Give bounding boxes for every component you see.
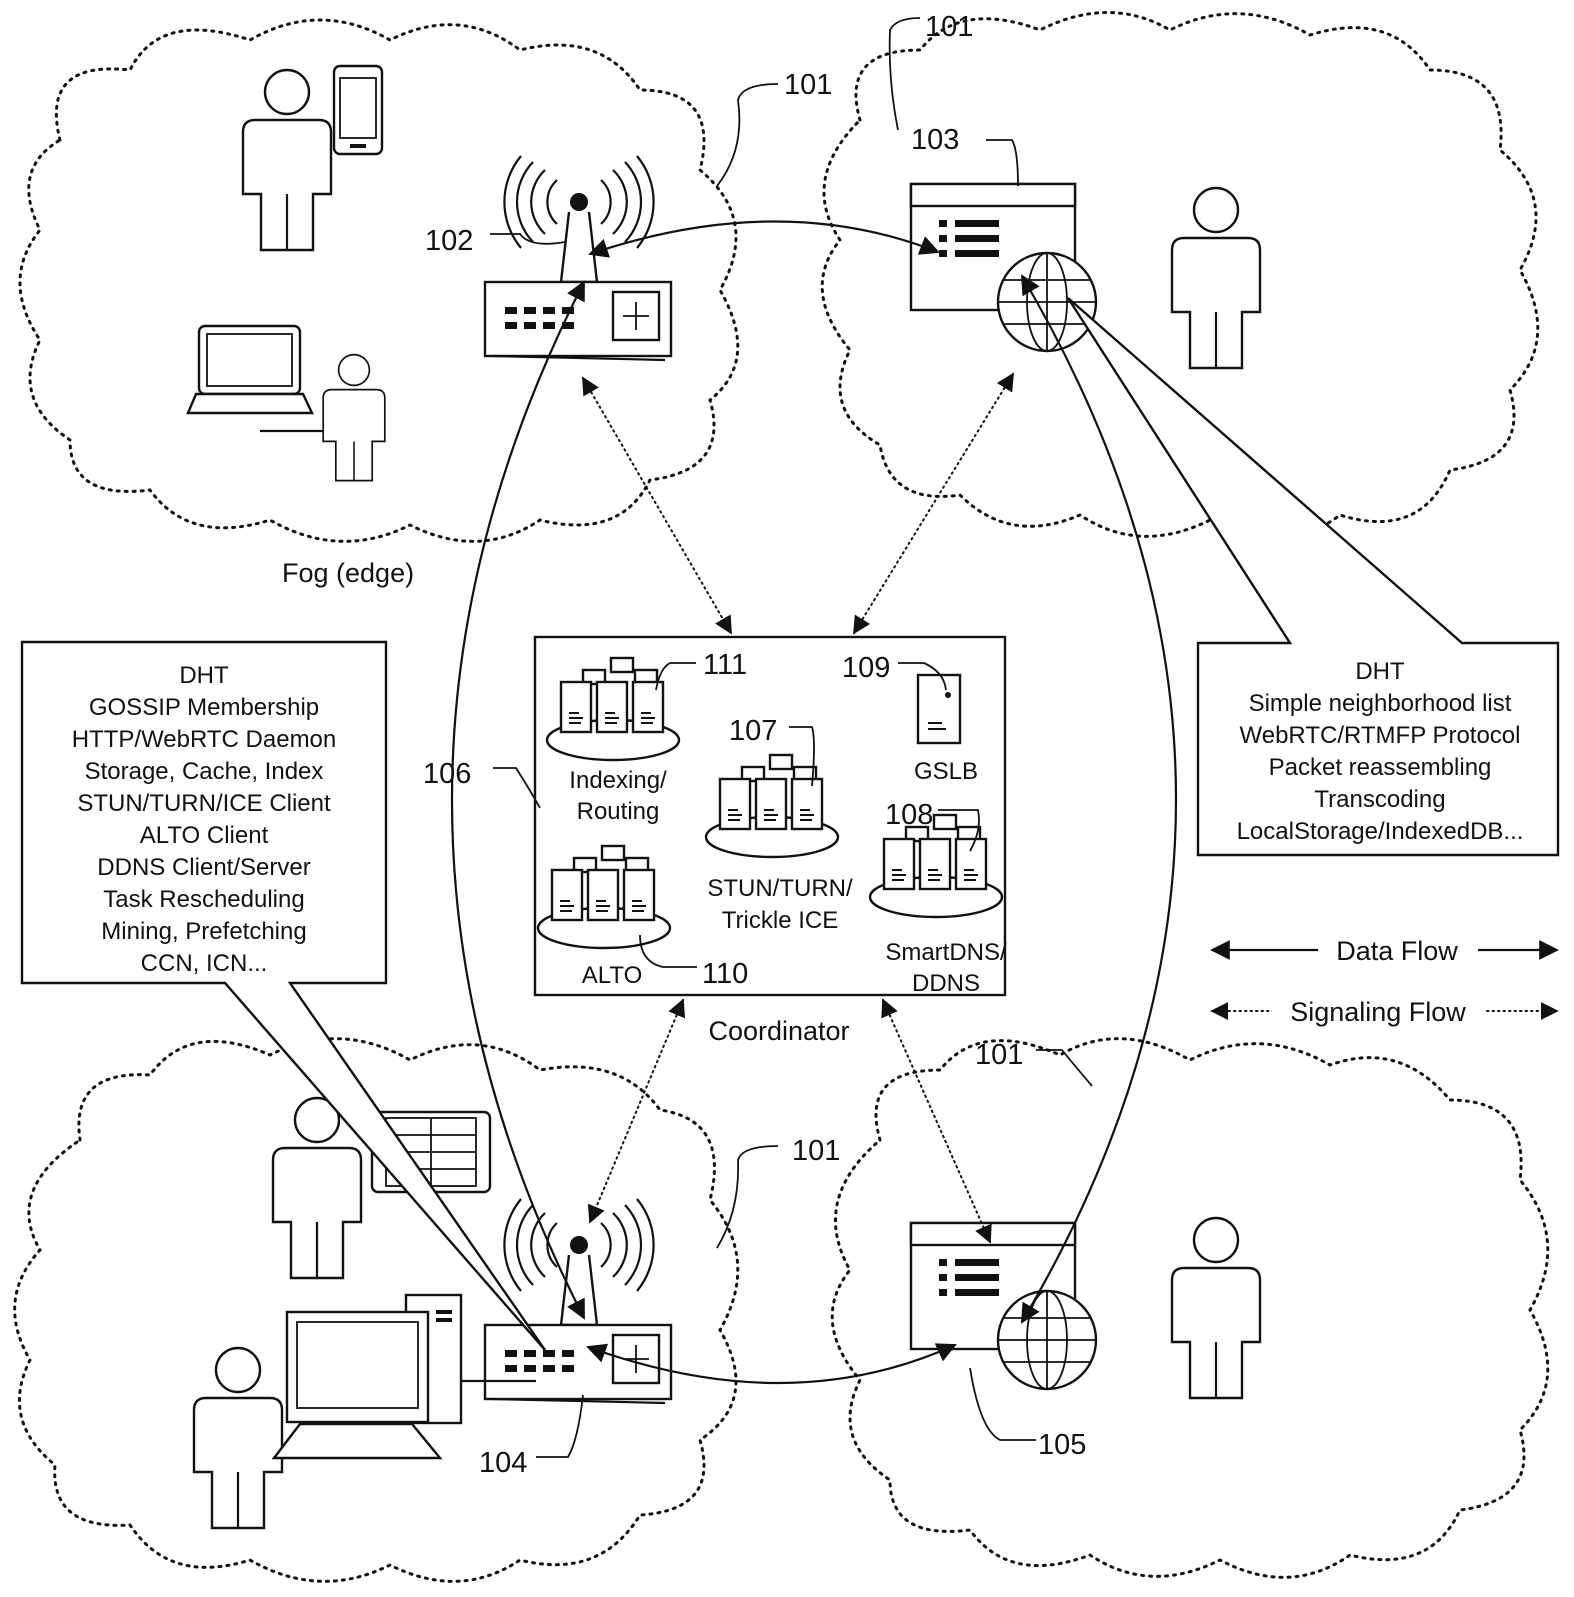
ref-101-bottom-left: 101: [792, 1135, 840, 1167]
person-icon: [1170, 1216, 1262, 1400]
leader-line: [789, 726, 815, 787]
ref-108: 108: [885, 799, 933, 831]
left-callout-line: DHT: [179, 662, 229, 689]
left-callout-line: Storage, Cache, Index: [85, 758, 324, 785]
ref-109: 109: [842, 652, 890, 684]
right-callout-box: [1066, 297, 1560, 857]
right-callout-line: Simple neighborhood list: [1249, 690, 1512, 717]
data-flow-arrow: [450, 280, 585, 1320]
signaling-flow-arrow: [853, 372, 1014, 635]
leader-line: [490, 233, 566, 245]
globe-icon: [996, 251, 1098, 353]
leader-line: [969, 1367, 1036, 1441]
left-callout-line: GOSSIP Membership: [89, 694, 319, 721]
left-callout-line: Task Rescheduling: [103, 886, 304, 913]
fog-label: Fog (edge): [282, 558, 414, 588]
ref-101-top-left: 101: [784, 69, 832, 101]
right-callout-line: Packet reassembling: [1269, 754, 1492, 781]
left-callout-box: [20, 640, 546, 1351]
leader-line: [655, 662, 696, 691]
left-callout-line: STUN/TURN/ICE Client: [77, 790, 331, 817]
ref-101-top-right: 101: [925, 11, 973, 43]
signaling-flow-arrow: [881, 998, 992, 1244]
ref-102: 102: [425, 225, 473, 257]
module-indexing-line2: Routing: [577, 798, 660, 825]
ref-101-bottom-right: 101: [975, 1039, 1023, 1071]
leader-line: [493, 767, 541, 809]
legend-signaling-flow-label: Signaling Flow: [1290, 997, 1466, 1027]
module-stun-line1: STUN/TURN/: [707, 875, 853, 902]
smartphone-icon: [332, 64, 384, 156]
person-icon: [241, 68, 333, 252]
laptop-icon: [186, 324, 330, 433]
ref-105: 105: [1038, 1429, 1086, 1461]
desktop-computer-icon: [271, 1293, 536, 1460]
right-callout-line: Transcoding: [1314, 786, 1445, 813]
data-flow-arrow: [1020, 274, 1177, 1324]
module-indexing-line1: Indexing/: [569, 767, 667, 794]
module-alto: ALTO: [582, 962, 642, 989]
module-smartdns-line1: SmartDNS/: [885, 939, 1007, 966]
module-gslb: GSLB: [914, 758, 978, 785]
globe-icon: [996, 1289, 1098, 1391]
data-flow-arrow: [586, 1343, 957, 1385]
signaling-flow-arrow: [587, 998, 686, 1224]
left-callout-line: ALTO Client: [140, 822, 269, 849]
ref-107: 107: [729, 715, 777, 747]
leader-line: [1036, 1049, 1093, 1087]
ref-110: 110: [702, 958, 748, 990]
module-smartdns-line2: DDNS: [912, 970, 980, 997]
left-callout-line: CCN, ICN...: [141, 950, 268, 977]
ref-111: 111: [703, 649, 747, 681]
ref-106: 106: [423, 758, 471, 790]
module-stun-line2: Trickle ICE: [722, 907, 838, 934]
wireless-router-icon: [483, 154, 673, 362]
person-icon: [192, 1346, 284, 1530]
server-icon: [916, 673, 962, 745]
leader-line: [898, 662, 947, 691]
coordinator-label: Coordinator: [708, 1016, 849, 1046]
leader-line: [639, 934, 697, 968]
person-icon: [1170, 186, 1262, 370]
leader-line: [986, 139, 1019, 187]
ref-103: 103: [911, 124, 959, 156]
cloud-bottom-left: [13, 1037, 740, 1583]
wireless-router-icon: [483, 1197, 673, 1405]
leader-line: [888, 17, 921, 131]
leader-line: [938, 809, 980, 852]
leader-line: [536, 1394, 584, 1458]
signaling-flow-arrow: [582, 376, 732, 635]
left-callout-line: Mining, Prefetching: [101, 918, 306, 945]
person-icon: [322, 353, 386, 482]
left-callout-line: HTTP/WebRTC Daemon: [72, 726, 337, 753]
right-callout-line: DHT: [1355, 658, 1405, 685]
legend-data-flow-label: Data Flow: [1336, 936, 1458, 966]
right-callout-line: LocalStorage/IndexedDB...: [1237, 818, 1524, 845]
leader-line: [716, 1145, 779, 1249]
leader-line: [716, 83, 779, 187]
ref-104: 104: [479, 1447, 527, 1479]
data-flow-arrow: [588, 220, 940, 258]
right-callout-line: WebRTC/RTMFP Protocol: [1240, 722, 1521, 749]
cloud-bottom-right: [830, 1037, 1550, 1579]
left-callout-line: DDNS Client/Server: [97, 854, 310, 881]
cloud-top-right: [820, 11, 1540, 541]
